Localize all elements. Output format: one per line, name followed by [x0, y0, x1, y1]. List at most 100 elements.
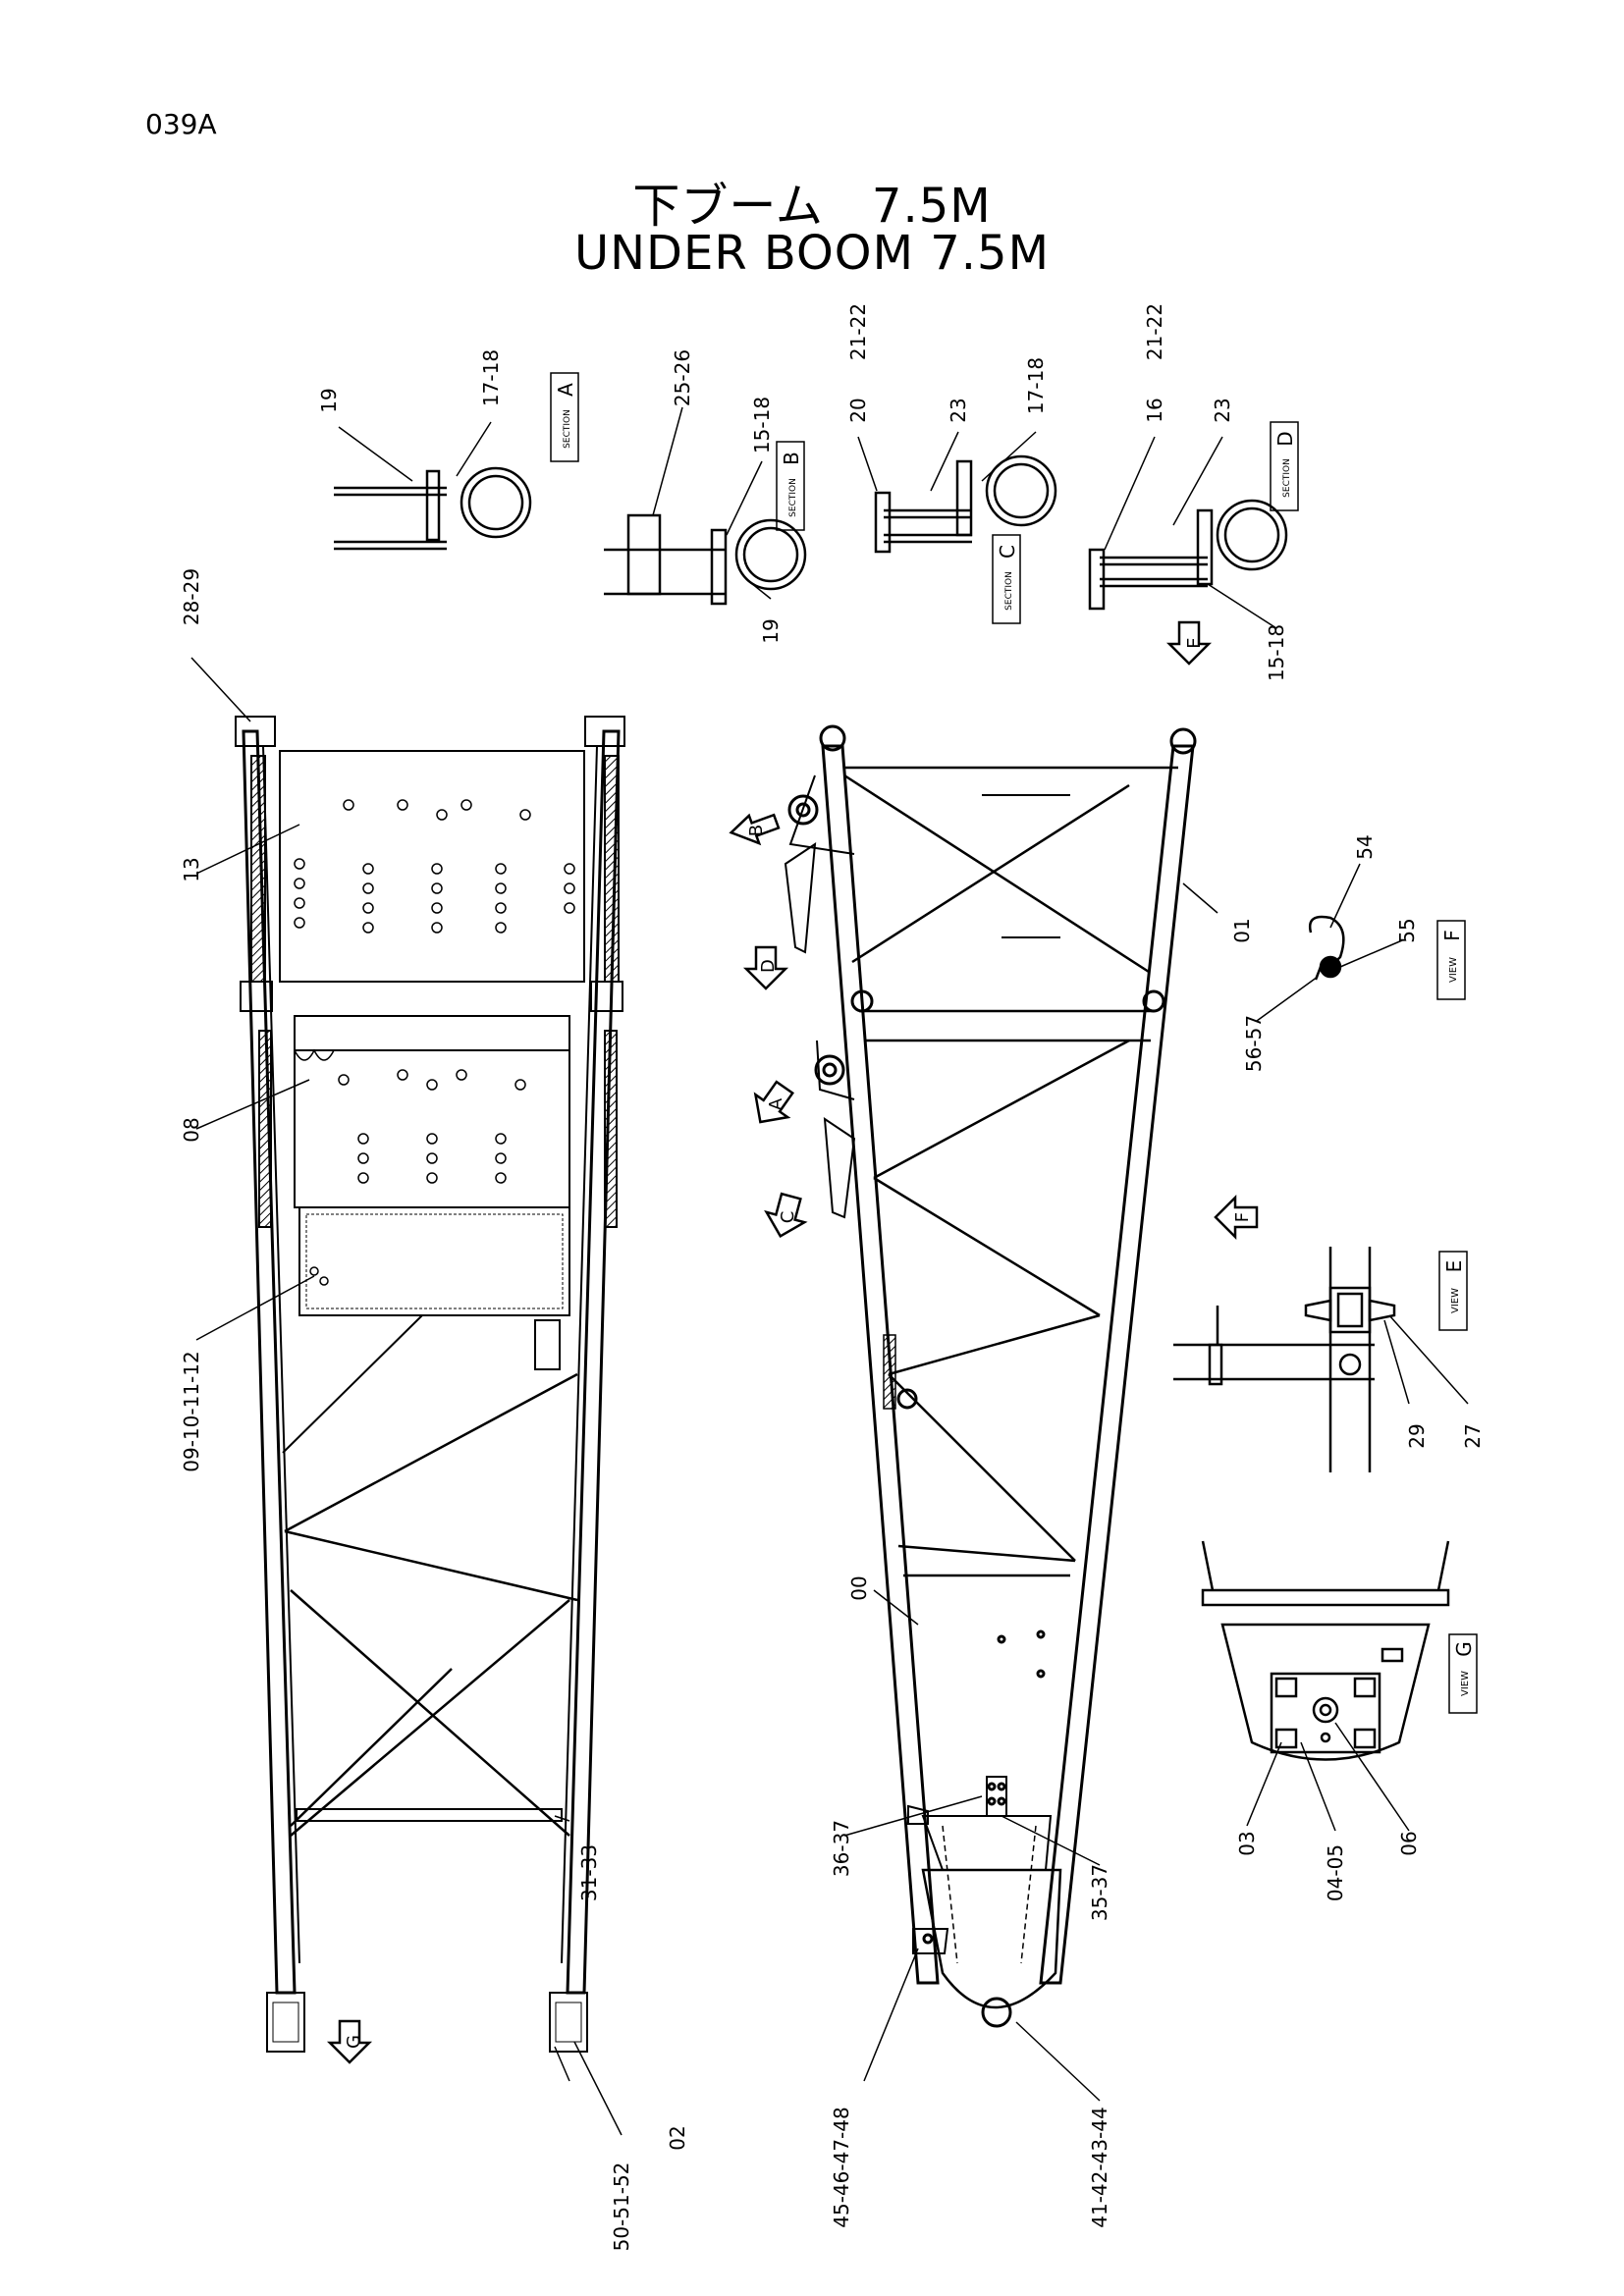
arrow-a-label: A — [766, 1097, 786, 1110]
tag-section-b-kind: SECTION — [788, 478, 798, 517]
arrow-f: F — [1214, 1194, 1259, 1241]
callout-15-18-sec-d: 15-18 — [1265, 624, 1288, 681]
section-c — [874, 454, 1057, 554]
side-upper-chord — [821, 744, 940, 1985]
callout-03: 03 — [1235, 1831, 1259, 1855]
callout-00-text: 00 — [847, 1575, 871, 1600]
section-d — [1088, 499, 1288, 611]
callout-21-22-sec-d-text: 21-22 — [1143, 303, 1166, 360]
callout-50-52: 50-51-52 — [610, 2163, 633, 2252]
plate-08 — [294, 1049, 570, 1208]
arrow-c: C — [764, 1192, 808, 1239]
callout-08: 08 — [180, 1117, 203, 1142]
callout-19-sec-a: 19 — [317, 388, 341, 412]
callout-55-text: 55 — [1395, 918, 1419, 942]
callout-02: 02 — [666, 2125, 689, 2150]
tag-section-a-letter: A — [554, 383, 577, 397]
callout-23-sec-d: 23 — [1211, 398, 1234, 422]
callout-45-48-text: 45-46-47-48 — [830, 2107, 853, 2227]
callout-36-37: 36-37 — [830, 1820, 853, 1877]
callout-50-52-text: 50-51-52 — [610, 2163, 633, 2252]
callout-36-37-text: 36-37 — [830, 1820, 853, 1877]
side-view — [784, 724, 1197, 2028]
tag-view-f-letter: F — [1440, 930, 1464, 941]
callout-17-18-sec-a: 17-18 — [479, 349, 503, 406]
section-b — [604, 513, 807, 606]
box-12 — [298, 1206, 570, 1316]
plate-13 — [279, 750, 585, 983]
callout-23-sec-c-text: 23 — [947, 398, 970, 422]
arrow-b-label: B — [746, 825, 767, 836]
callout-54: 54 — [1353, 834, 1377, 859]
callout-04-05: 04-05 — [1324, 1844, 1347, 1901]
callout-21-22-sec-c-text: 21-22 — [846, 303, 870, 360]
tag-section-b: SECTION B — [776, 441, 805, 531]
tag-section-d-letter: D — [1273, 431, 1297, 446]
callout-20-sec-c-text: 20 — [846, 398, 870, 422]
callout-29-view-e-text: 29 — [1405, 1423, 1429, 1448]
plate-holes — [294, 799, 575, 1286]
callout-03-text: 03 — [1235, 1831, 1259, 1855]
callout-19-sec-a-text: 19 — [317, 388, 341, 412]
callout-19-sec-b: 19 — [759, 618, 783, 643]
plan-view — [235, 716, 625, 2053]
callout-20-sec-c: 20 — [846, 398, 870, 422]
tag-section-b-letter: B — [780, 452, 803, 465]
view-arrows: B D A C E F G — [326, 620, 1259, 2064]
arrow-f-label: F — [1232, 1212, 1253, 1222]
callout-21-22-sec-c: 21-22 — [846, 303, 870, 360]
callout-28-29: 28-29 — [180, 568, 203, 625]
arrow-g: G — [326, 2019, 373, 2064]
arrow-e-label: E — [1184, 637, 1205, 648]
callout-25-26-sec-b-text: 25-26 — [671, 349, 694, 406]
tag-section-c-kind: SECTION — [1004, 571, 1014, 611]
tag-view-g-letter: G — [1452, 1641, 1476, 1657]
callout-01: 01 — [1230, 918, 1254, 942]
section-a — [334, 466, 532, 551]
tag-view-e-letter: E — [1442, 1260, 1466, 1273]
callout-23-sec-d-text: 23 — [1211, 398, 1234, 422]
callout-02-text: 02 — [666, 2125, 689, 2150]
tag-view-e-kind: VIEW — [1450, 1288, 1461, 1313]
arrow-c-label: C — [778, 1211, 798, 1224]
arrow-b: B — [729, 813, 781, 846]
callout-45-48: 45-46-47-48 — [830, 2107, 853, 2227]
callout-08-text: 08 — [180, 1117, 203, 1142]
callout-56-57-text: 56-57 — [1242, 1015, 1266, 1072]
title-japanese: 下ブーム 7.5M — [632, 179, 992, 234]
page-number: 039A — [145, 108, 217, 140]
arrow-g-label: G — [344, 2035, 364, 2049]
side-lower-chord — [1039, 744, 1195, 1985]
callout-16-sec-d-text: 16 — [1143, 398, 1166, 422]
callout-27: 27 — [1461, 1423, 1485, 1448]
callout-13: 13 — [180, 857, 203, 881]
callout-15-18-sec-b-text: 15-18 — [750, 397, 774, 454]
callout-06-text: 06 — [1397, 1831, 1421, 1855]
callout-27-text: 27 — [1461, 1423, 1485, 1448]
callout-13-text: 13 — [180, 857, 203, 881]
callouts: 19 17-18 25-26 15-18 19 20 21-22 23 17-1… — [180, 303, 1485, 2251]
callout-17-18-sec-c-text: 17-18 — [1024, 357, 1048, 414]
callout-25-26-sec-b: 25-26 — [671, 349, 694, 406]
callout-00: 00 — [847, 1575, 871, 1600]
view-f-detail — [1308, 915, 1345, 981]
callout-09-12: 09-10-11-12 — [180, 1351, 203, 1471]
callout-23-sec-c: 23 — [947, 398, 970, 422]
callout-19-sec-b-text: 19 — [759, 618, 783, 643]
view-e-detail — [1173, 1247, 1396, 1472]
callout-55: 55 — [1395, 918, 1419, 942]
view-g-detail — [1201, 1540, 1450, 1761]
arrow-e: E — [1165, 620, 1213, 666]
callout-31-33: 31-33 — [577, 1844, 601, 1901]
callout-29-view-e: 29 — [1405, 1423, 1429, 1448]
callout-35-37: 35-37 — [1088, 1864, 1111, 1921]
callout-15-18-sec-d-text: 15-18 — [1265, 624, 1288, 681]
tag-section-d-kind: SECTION — [1282, 458, 1292, 498]
callout-17-18-sec-c: 17-18 — [1024, 357, 1048, 414]
callout-17-18-sec-a-text: 17-18 — [479, 349, 503, 406]
callout-41-44: 41-42-43-44 — [1088, 2107, 1111, 2227]
